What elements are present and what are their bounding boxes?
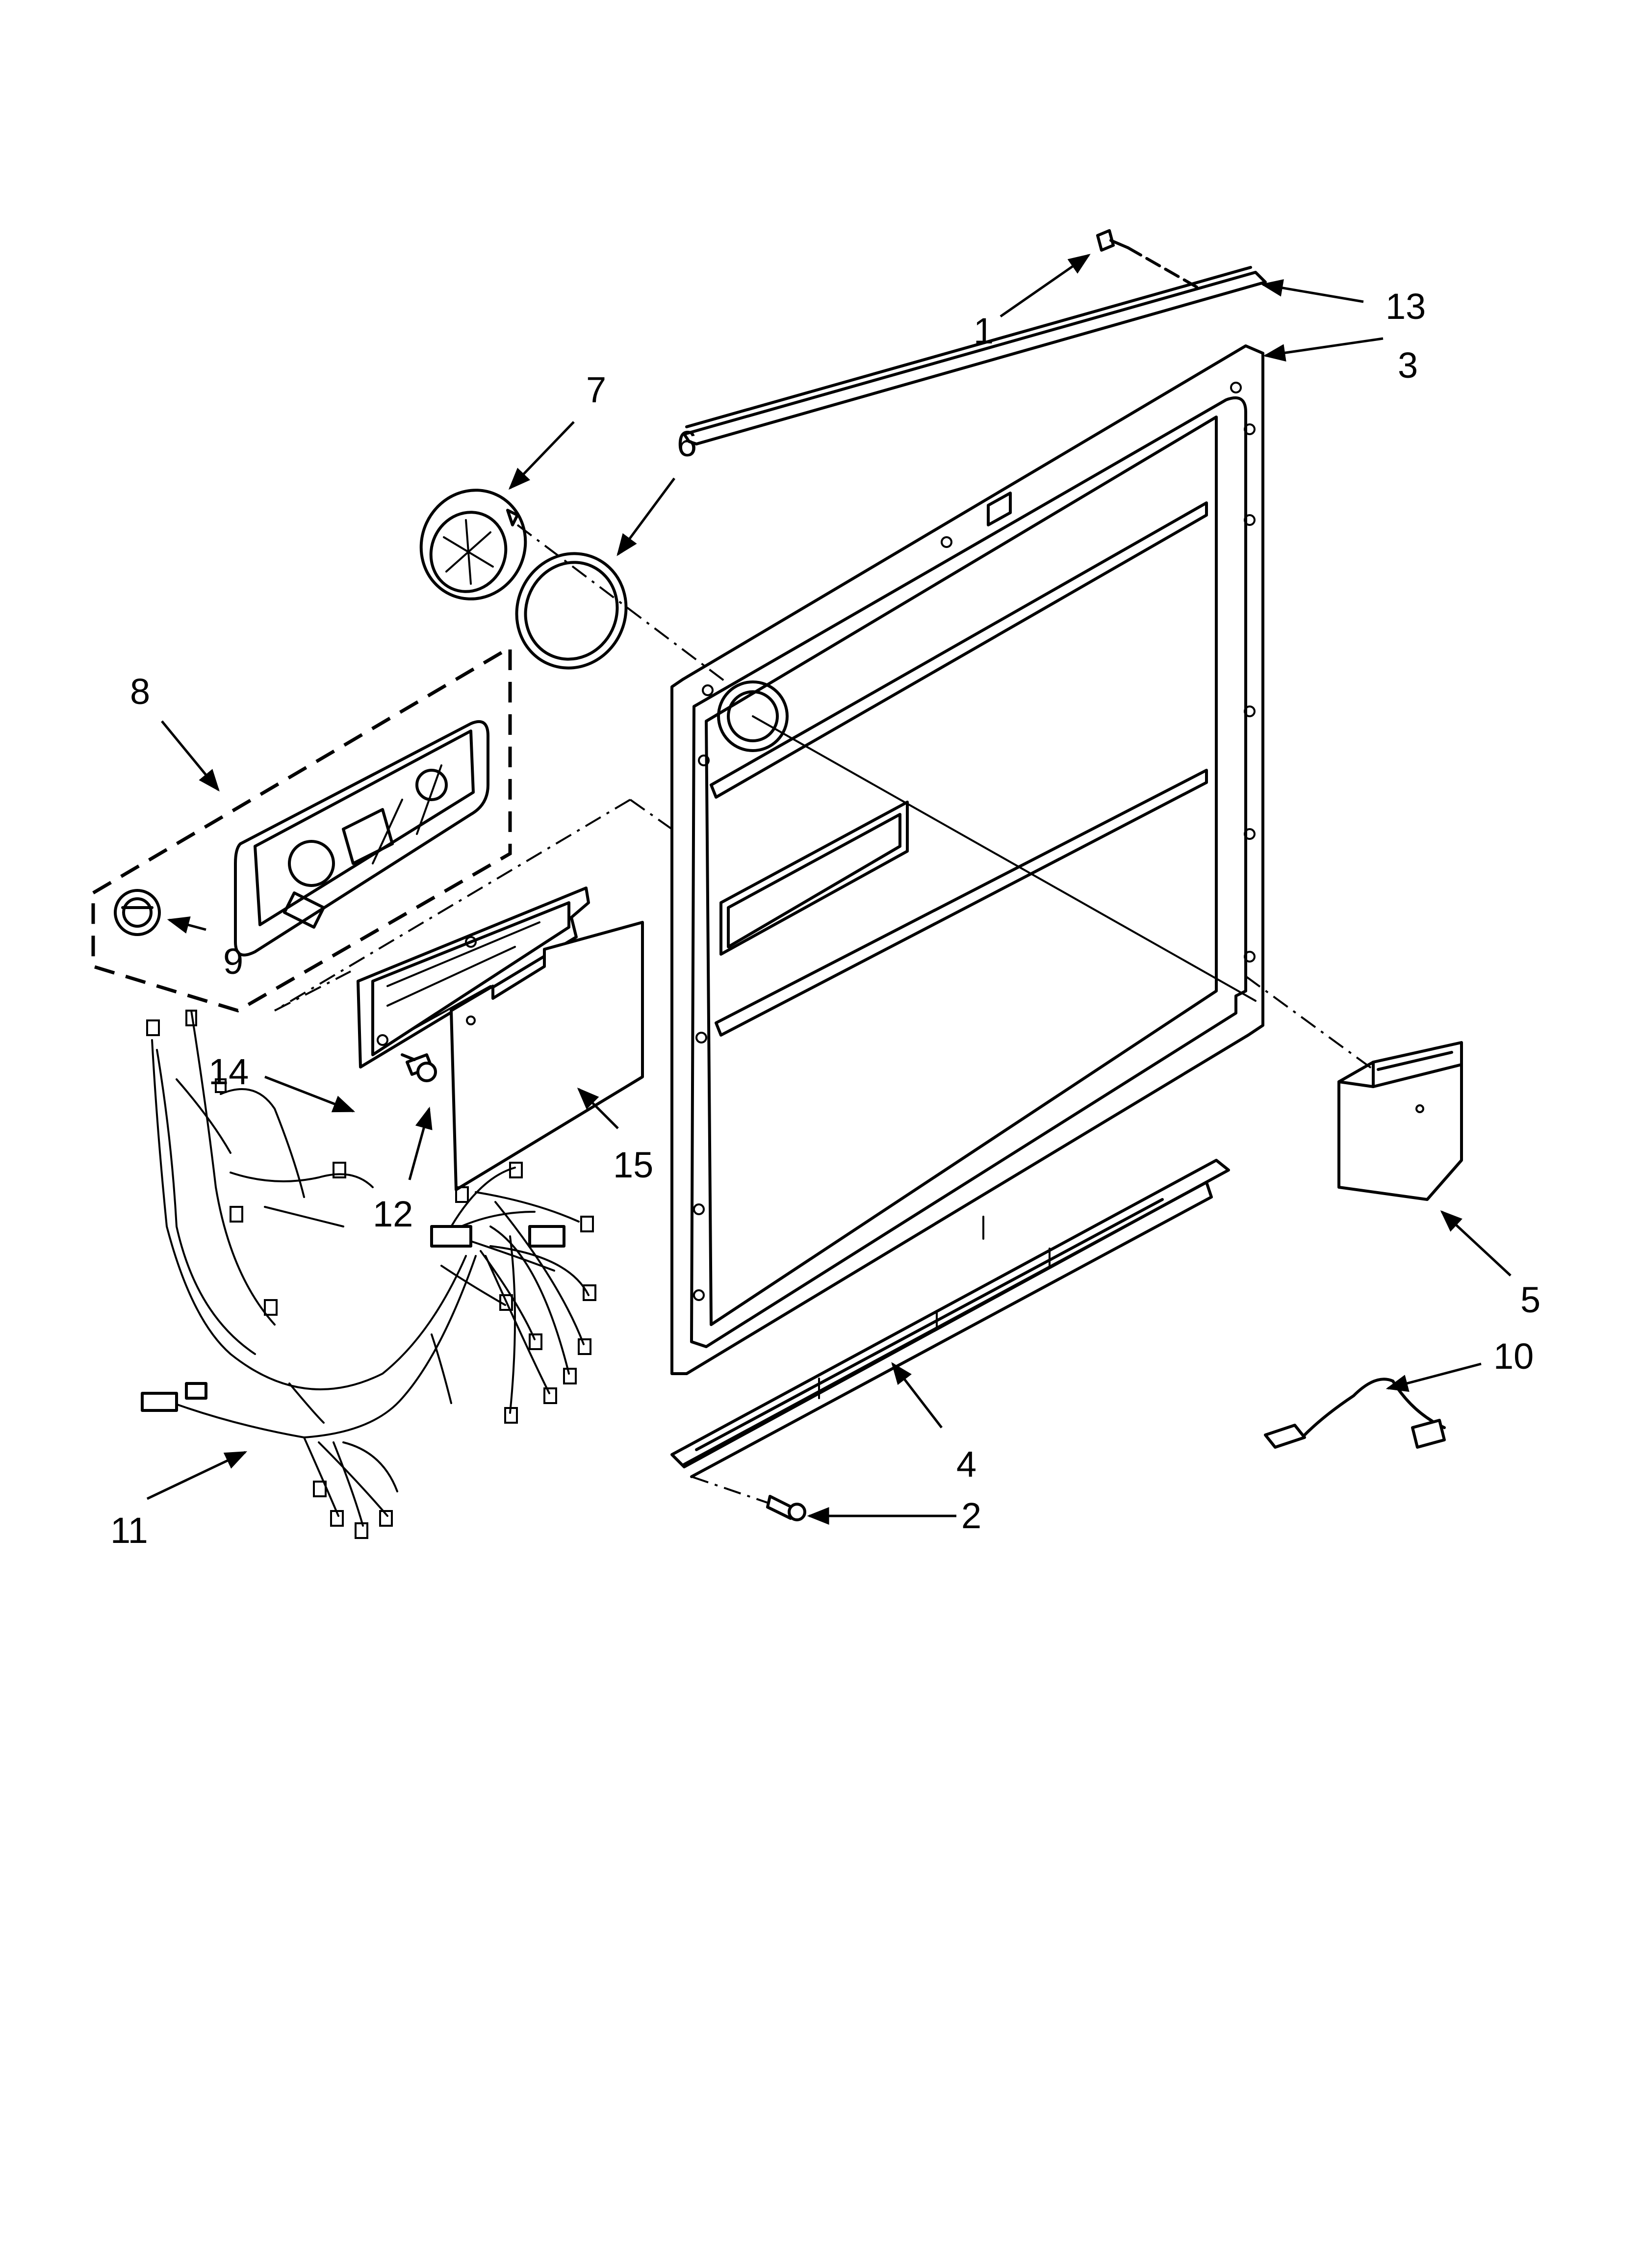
callout-6: 6 (677, 423, 697, 464)
callout-7: 7 (586, 369, 606, 410)
console-assembly-group (91, 644, 512, 1013)
callout-10: 10 (1493, 1336, 1534, 1377)
callout-9: 9 (223, 941, 243, 982)
callout-14: 14 (208, 1051, 249, 1092)
callout-3: 3 (1398, 345, 1418, 386)
harness-connectors (141, 1010, 596, 1539)
board-cover (450, 921, 644, 1191)
callout-11: 11 (110, 1510, 148, 1551)
callout-4: 4 (956, 1444, 976, 1485)
leader-lines (146, 254, 1512, 1525)
callout-labels: 1 2 3 4 5 6 7 8 9 10 11 12 13 14 15 (110, 286, 1540, 1551)
frame-screws (693, 382, 1256, 1301)
callout-1: 1 (974, 311, 994, 351)
board-screw (401, 1053, 437, 1082)
knob (114, 889, 161, 936)
alignment-line-vent (516, 524, 727, 683)
vent-cap (419, 489, 527, 600)
callout-8: 8 (130, 671, 150, 712)
alignment-line-duct (1245, 975, 1374, 1070)
alignment-line-console (274, 799, 673, 1012)
sensor-wire (1264, 1378, 1446, 1449)
callout-13: 13 (1385, 286, 1426, 327)
wire-harness (141, 1010, 596, 1539)
callout-15: 15 (613, 1145, 653, 1185)
screw-bottom (691, 1476, 806, 1521)
callout-12: 12 (373, 1194, 413, 1234)
vent-duct (1337, 1041, 1463, 1201)
callout-5: 5 (1520, 1279, 1540, 1320)
bottom-door-strip (670, 1159, 1230, 1478)
top-door-trim (683, 266, 1267, 445)
duct-connection-line (752, 715, 1257, 1002)
vent-gasket (515, 552, 628, 670)
inner-door-panel (670, 344, 1264, 1375)
circuit-board (357, 886, 590, 1069)
callout-2: 2 (961, 1495, 981, 1536)
screw-top (1096, 229, 1198, 288)
